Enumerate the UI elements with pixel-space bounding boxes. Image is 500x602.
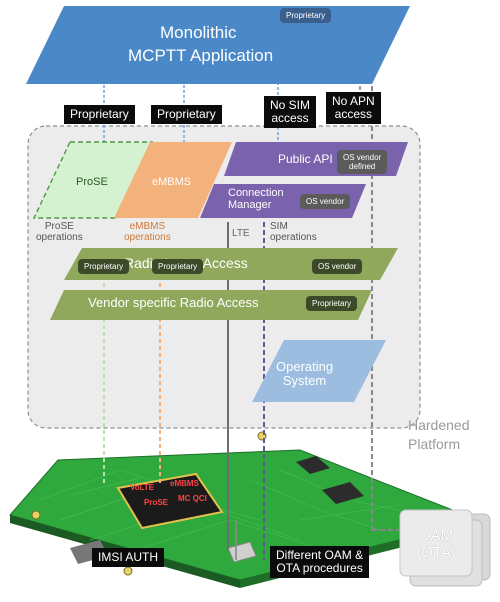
embms-block (114, 142, 232, 218)
oam-stack (399, 509, 491, 587)
chip-prose-label: ProSE (144, 498, 169, 507)
prose-interface-label: Proprietary (64, 105, 135, 124)
mcptt-application-banner (26, 6, 410, 84)
connection-manager-block (200, 184, 366, 218)
operating-system-block (252, 340, 386, 402)
prose-block (32, 141, 154, 219)
prose-block-label: ProSE (76, 176, 108, 188)
chip-volte-label: VoLTE (130, 483, 155, 492)
public-api-label: Public API (278, 152, 333, 166)
embms-interface-label: Proprietary (151, 105, 222, 124)
app-proprietary-tag: Proprietary (280, 8, 332, 23)
oam-label: OAM(OTA) (416, 527, 456, 561)
radio-layer-tag-2: Proprietary (152, 259, 204, 274)
radio-layer-tag-3: OS vendor (312, 259, 363, 274)
radio-layer-tag-1: Proprietary (78, 259, 130, 274)
lte-label: LTE (232, 228, 250, 239)
chip-mcqci-label: MC QCI (178, 494, 207, 503)
connection-manager-tag: OS vendor (300, 194, 351, 209)
vendor-radio-access-bar (50, 290, 372, 320)
baseband-chip (116, 472, 224, 530)
imsi-auth-label: IMSI AUTH (92, 548, 165, 567)
vendor-radio-access-label: Vendor specific Radio Access (88, 295, 259, 310)
embms-block-label: eMBMS (152, 176, 192, 188)
app-title-line1: Monolithic (160, 23, 237, 42)
ota-procedures-label: Different OAM &OTA procedures (270, 546, 370, 578)
chip-embms-label: eMBMS (170, 479, 199, 488)
vendor-radio-tag: Proprietary (306, 296, 358, 311)
app-title-line2: MCPTT Application (128, 46, 274, 65)
